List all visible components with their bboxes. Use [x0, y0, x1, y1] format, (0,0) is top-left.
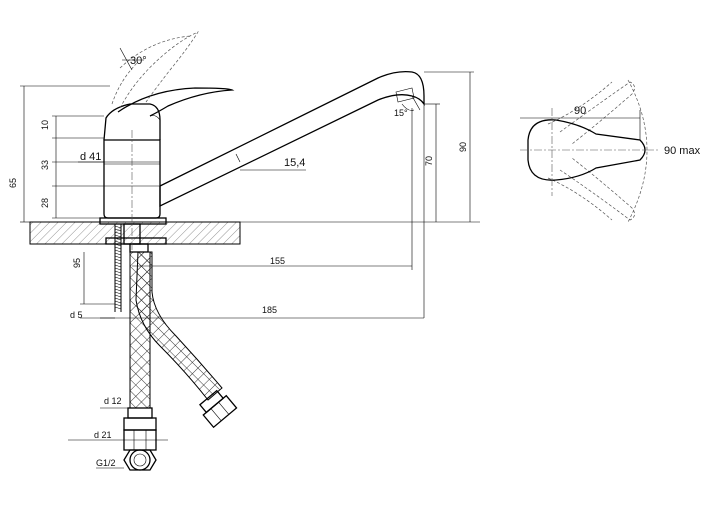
- handle-plan: [527, 119, 646, 181]
- dim-handle-angle: 30°: [130, 55, 147, 67]
- dim-right-heights: [423, 71, 474, 318]
- countertop: [29, 221, 480, 245]
- dim-reach-155: 155: [270, 256, 285, 266]
- dim-stud-diameter: d 5: [70, 310, 83, 320]
- dim-total-body: 65: [8, 178, 18, 188]
- dim-total-height: 90: [458, 142, 468, 152]
- dim-thread-size: G1/2: [96, 458, 116, 468]
- dim-nut-diameter: d 21: [94, 430, 112, 440]
- dim-plan-swing: 90 max: [664, 145, 701, 157]
- dim-body-lower: 28: [40, 198, 50, 208]
- plan-view: 90 90 max: [520, 79, 701, 223]
- dim-left-stack: [20, 85, 110, 223]
- dim-body-upper: 33: [40, 160, 50, 170]
- swing-arc: [627, 79, 648, 223]
- lever-raised-ghost: [111, 31, 199, 109]
- dim-reach-185: 185: [262, 305, 277, 315]
- dim-lever-height: 10: [40, 120, 50, 130]
- dim-hose-diameter: d 12: [104, 396, 122, 406]
- spout-angle-arc: [401, 103, 415, 111]
- dim-thread-length: 95: [72, 258, 82, 268]
- dim-spout-height: 70: [424, 156, 434, 166]
- dim-spout-diameter: 15,4: [284, 157, 305, 169]
- hose-right: [135, 251, 223, 401]
- dim-reach-lines: [80, 108, 424, 319]
- spout: [159, 70, 425, 208]
- hose-nut-left: [123, 407, 157, 451]
- nut-end-view: [123, 449, 157, 471]
- dim-spout-angle: 15°: [394, 108, 408, 118]
- hose-nut-right: [198, 389, 238, 429]
- threaded-stud: [114, 224, 122, 312]
- dim-leaders: [68, 47, 306, 469]
- dim-plan-width: 90: [574, 105, 586, 117]
- dim-body-diameter: d 41: [80, 151, 101, 163]
